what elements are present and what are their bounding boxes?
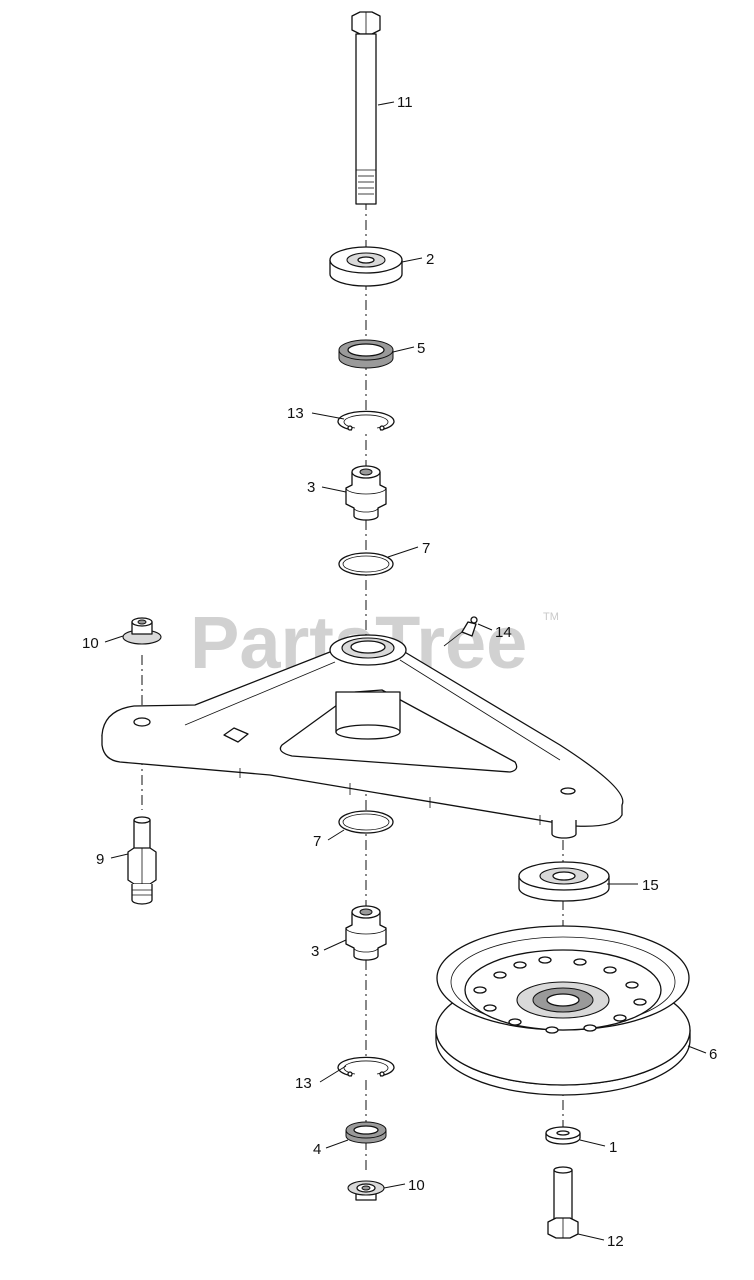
callout-10-bottom: 10: [408, 1177, 425, 1194]
callout-11: 11: [397, 94, 413, 111]
part-14-grease-fitting: [443, 616, 478, 647]
part-11-bolt: [351, 11, 381, 205]
callout-12: 12: [607, 1233, 624, 1250]
part-3-bearing-bottom: [345, 905, 387, 961]
part-2-washer: [329, 246, 403, 287]
callout-13-top: 13: [287, 405, 304, 422]
callout-6: 6: [709, 1046, 717, 1063]
part-4-seal: [345, 1121, 387, 1144]
callout-7-bottom: 7: [313, 833, 321, 850]
callout-13-bottom: 13: [295, 1075, 312, 1092]
part-15-washer: [518, 861, 610, 902]
part-13-snap-ring-bottom: [337, 1056, 395, 1077]
part-10-flange-nut-left: [122, 617, 162, 645]
callout-15: 15: [642, 877, 659, 894]
part-9-shoulder-stud: [127, 816, 157, 905]
callout-3-bottom: 3: [311, 943, 319, 960]
leader-lines: [104, 101, 707, 1241]
callout-14: 14: [495, 624, 512, 641]
callout-5: 5: [417, 340, 425, 357]
callout-7-top: 7: [422, 540, 430, 557]
callout-3-top: 3: [307, 479, 315, 496]
callout-9: 9: [96, 851, 104, 868]
watermark-trademark: TM: [543, 611, 559, 623]
callout-10-left: 10: [82, 635, 99, 652]
callout-1: 1: [609, 1139, 617, 1156]
part-3-bearing-top: [345, 465, 387, 521]
part-12-bolt: [547, 1166, 579, 1239]
part-13-snap-ring-top: [337, 410, 395, 431]
part-5-seal: [338, 339, 394, 369]
pulley-holes: [473, 956, 647, 1034]
callout-4: 4: [313, 1141, 321, 1158]
part-10-flange-nut-bottom: [347, 1180, 385, 1201]
part-1-washer: [545, 1126, 581, 1145]
part-6-idler-pulley: [435, 925, 691, 1096]
part-7-oring-bottom: [338, 810, 394, 834]
idler-arm: [101, 634, 624, 839]
callout-2: 2: [426, 251, 434, 268]
part-7-oring-top: [338, 552, 394, 576]
callout-labels: 11 2 5 13 3 7 14 10 9 7 15 3 6 13 1 4 10…: [82, 94, 717, 1250]
